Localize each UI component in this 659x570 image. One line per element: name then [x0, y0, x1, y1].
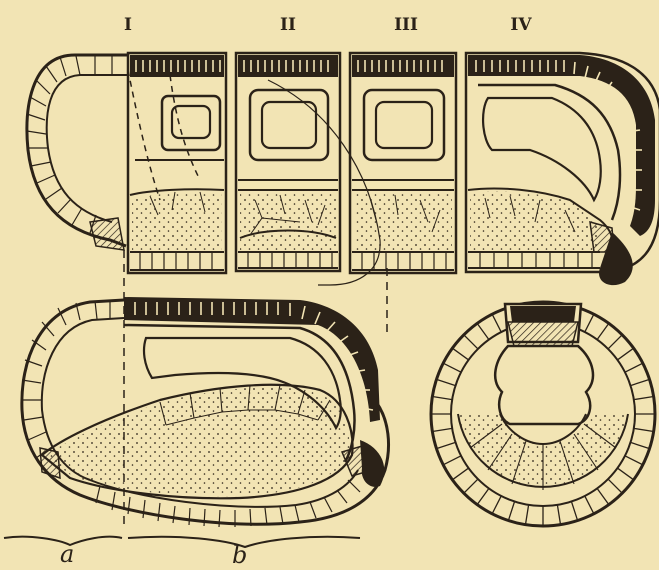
section-label-3: III: [394, 15, 418, 35]
ectoderm-cell-wall: [525, 505, 528, 525]
section-label-4: IV: [510, 15, 532, 35]
ectoderm-cell-wall: [436, 379, 455, 385]
ectoderm-cell-wall: [557, 505, 560, 525]
ectoderm-cell-wall: [443, 363, 461, 372]
ectoderm-cell-wall: [625, 456, 643, 465]
ectoderm-cell-wall: [625, 363, 643, 372]
embryo-cross-section: [431, 302, 655, 526]
section-label-1: I: [124, 15, 132, 35]
ectoderm-cell-wall: [571, 501, 577, 520]
ectoderm-cell-wall: [597, 488, 609, 504]
ectoderm-cell-wall: [634, 428, 654, 431]
ectoderm-cells-left: [27, 55, 112, 233]
ectoderm-cell-wall: [432, 428, 452, 431]
ectoderm-cell-wall: [464, 479, 478, 493]
ectoderm-cell-wall: [492, 496, 501, 514]
ectoderm-cell-wall: [436, 442, 455, 448]
ectoderm-cell-wall: [477, 488, 489, 504]
ectoderm-cell-wall: [617, 348, 633, 360]
ectoderm-cell-wall: [492, 314, 501, 332]
ectoderm-cell-wall: [452, 348, 468, 360]
ectoderm-cell-wall: [608, 479, 622, 493]
ectoderm-cell-wall: [477, 323, 489, 339]
ectoderm-cell-wall: [452, 468, 468, 480]
ectoderm-cell-wall: [585, 496, 594, 514]
ectoderm-cell-wall: [630, 442, 649, 448]
ectoderm-cell-wall: [432, 396, 452, 399]
embryo-lateral-view: [22, 297, 389, 527]
bracket-label-b: b: [232, 541, 247, 565]
ectoderm-cell-wall: [634, 396, 654, 399]
ectoderm-cell-wall: [630, 379, 649, 385]
ectoderm-cell-wall: [508, 501, 514, 520]
ectoderm-cell-wall: [617, 468, 633, 480]
bracket-label-a: a: [60, 540, 74, 565]
ectoderm-cell-wall: [608, 335, 622, 349]
ectoderm-cell-wall: [585, 314, 594, 332]
ectoderm-cell-wall: [464, 335, 478, 349]
ectoderm-cell-wall: [597, 323, 609, 339]
embryo-top-sectioned: [27, 53, 659, 285]
section-label-2: II: [280, 15, 296, 35]
ectoderm-cell-wall: [443, 456, 461, 465]
